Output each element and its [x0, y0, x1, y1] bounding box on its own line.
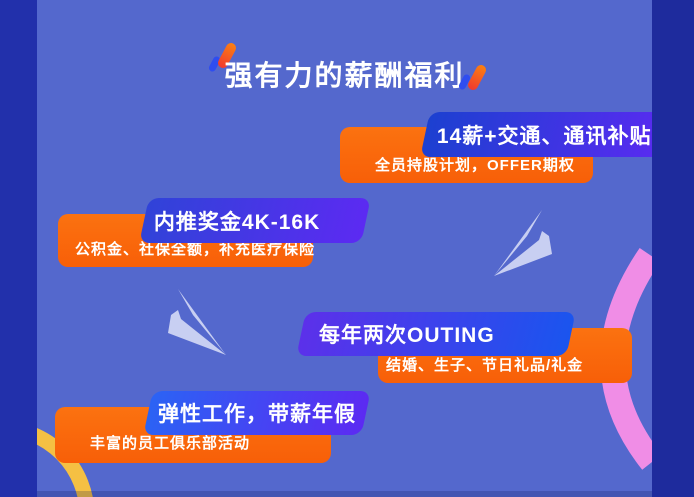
benefit-sub-text: 公积金、社保全额，补充医疗保险 — [75, 241, 316, 258]
benefit-main-ribbon: 14薪+交通、通讯补贴 — [420, 112, 677, 157]
benefit-sub-text: 全员持股计划，OFFER期权 — [375, 157, 575, 174]
benefit-main-ribbon: 每年两次OUTING — [296, 312, 576, 356]
right-border — [652, 0, 694, 497]
left-border — [0, 0, 37, 497]
benefit-sub-text: 丰富的员工俱乐部活动 — [90, 435, 251, 452]
benefit-main-ribbon: 弹性工作，带薪年假 — [143, 391, 371, 435]
paper-plane-icon — [482, 204, 560, 285]
bottom-shadow-strip — [37, 491, 652, 497]
benefit-main-ribbon: 内推奖金4K-16K — [139, 198, 371, 243]
benefit-sub-text: 结婚、生子、节日礼品/礼金 — [386, 357, 584, 374]
benefit-main-text: 内推奖金4K-16K — [154, 210, 321, 234]
benefit-main-text: 弹性工作，带薪年假 — [158, 403, 356, 426]
benefit-main-text: 每年两次OUTING — [319, 324, 495, 347]
page-title: 强有力的薪酬福利 — [224, 60, 465, 91]
paper-plane-icon — [160, 283, 238, 364]
benefit-main-text: 14薪+交通、通讯补贴 — [437, 124, 652, 148]
